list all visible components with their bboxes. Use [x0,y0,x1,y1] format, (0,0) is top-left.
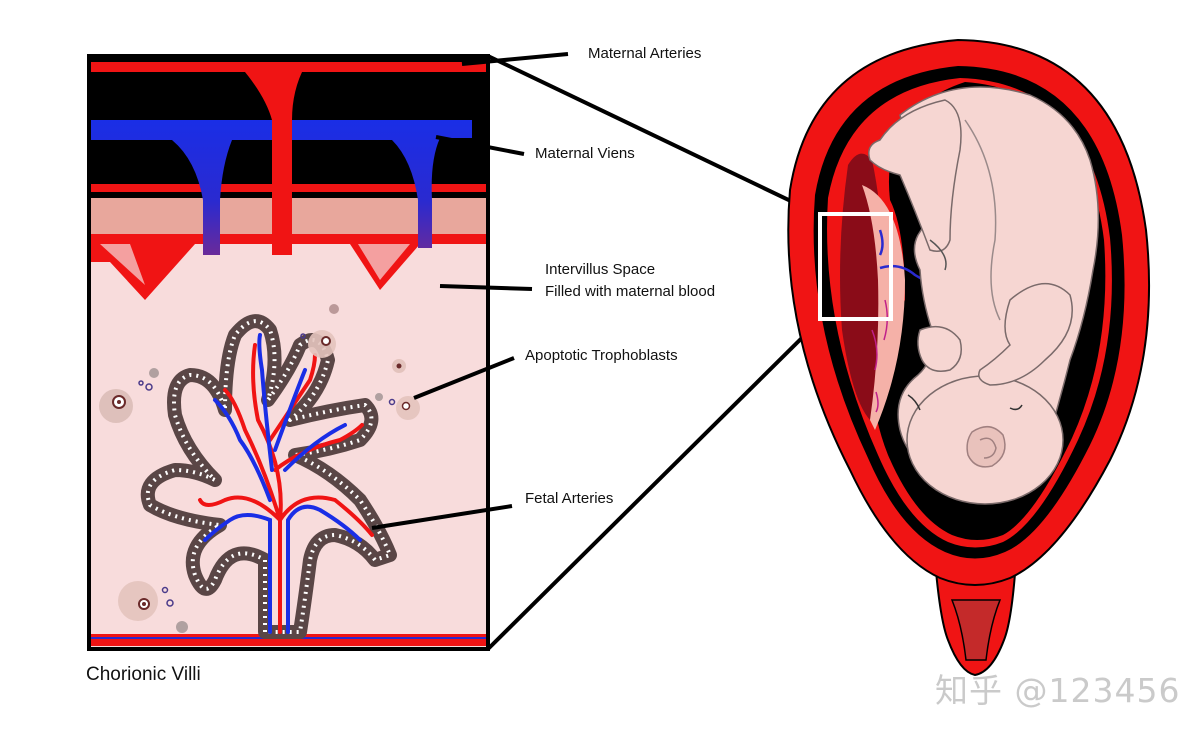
fetal-artery [198,343,374,634]
trophoblast-cells [145,319,392,634]
maternal-artery [240,66,305,255]
chorionic-villi-panel [87,54,490,651]
label-maternal-arteries: Maternal Arteries [588,45,702,62]
chorionic-villus [140,314,397,639]
label-apoptotic-trophoblasts: Apoptotic Trophoblasts [525,347,678,364]
label-intervillus-space: Intervillus Space [545,261,656,278]
apoptotic-trophoblasts [99,304,420,633]
label-maternal-veins: Maternal Viens [535,145,635,162]
label-fetal-arteries: Fetal Arteries [525,490,614,507]
fetus-leg [868,99,962,252]
panel-frame [87,54,490,651]
fetus-arm [978,282,1073,386]
fetal-vein [203,333,362,634]
maternal-vein [91,120,472,255]
fetus-hand [917,325,962,372]
label-leaders [371,52,569,530]
label-intervillus-filled: Filled with maternal blood [545,283,716,300]
zoom-connectors [486,54,822,651]
fetus-ear [966,426,1006,468]
caption-chorionic-villi: Chorionic Villi [86,664,201,685]
watermark: 知乎 @123456 [935,671,1181,710]
uterus-illustration [787,38,1150,677]
zoom-window [818,212,893,321]
